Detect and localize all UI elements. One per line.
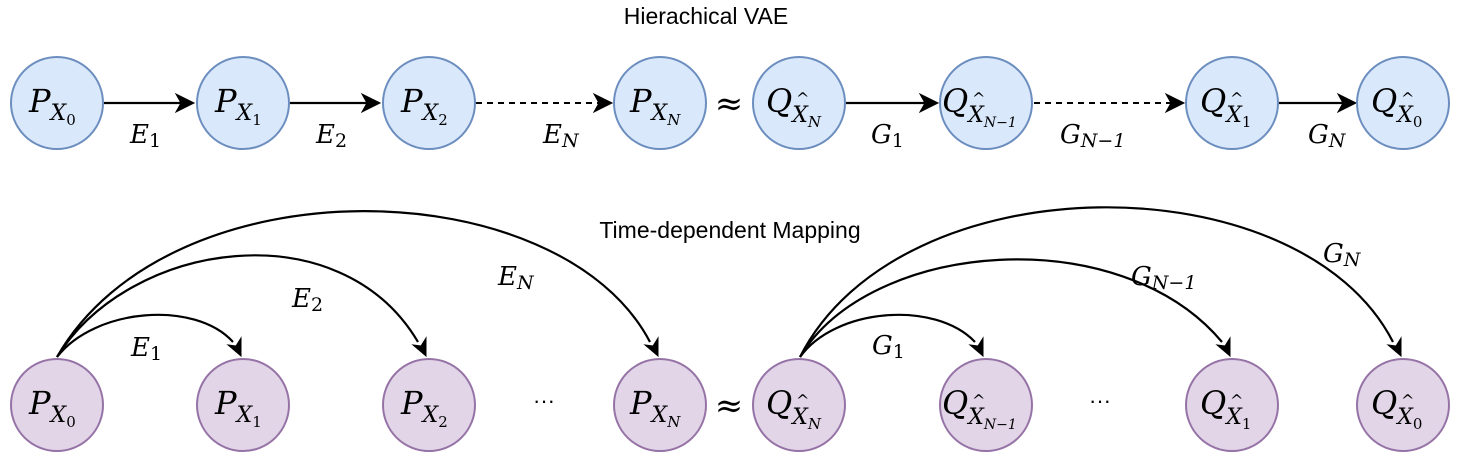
arrowhead-top-qN-qN1 [918, 92, 940, 114]
node-bottom-p-x0 [10, 358, 104, 452]
label-top-p-x1: PX1 [214, 82, 262, 129]
label-top-q-xhat1: QX1 [1200, 82, 1251, 131]
node-bottom-q-xhat1 [1185, 358, 1279, 452]
edge-label-top-GN-1: GN−1 [1060, 120, 1125, 152]
hat-top-q-xhatN: ^ [796, 89, 809, 108]
approx-symbol-top: ≈ [715, 84, 744, 124]
node-top-q-xhatN-1 [939, 56, 1033, 150]
label-top-q-xhatN: QXN [766, 82, 822, 131]
edge-label-bottom-E1: E1 [130, 333, 162, 365]
hat-bottom-q-xhat1: ^ [1230, 391, 1243, 410]
bottom-row-edges [56, 206, 1402, 358]
label-bottom-q-xhatN: QXN [766, 384, 822, 433]
approx-symbol-bottom: ≈ [715, 386, 744, 426]
edge-bottom-qN-q0 [799, 206, 1394, 358]
edge-label-top-EN: EN [542, 120, 580, 152]
edge-bottom-qN-qN1 [799, 313, 976, 358]
hat-bottom-q-xhatN: ^ [796, 391, 809, 410]
node-bottom-q-xhatN-1 [939, 358, 1033, 452]
arrowhead-top-p2-pN [592, 92, 614, 114]
edge-label-bottom-EN: EN [497, 262, 535, 294]
top-row-edges [104, 92, 1358, 114]
hat-top-q-xhat1: ^ [1230, 89, 1243, 108]
label-top-q-xhat0: QX0 [1371, 82, 1422, 131]
arrowhead-bottom-p0-pN [643, 336, 659, 358]
edge-bottom-qN-q1 [799, 258, 1223, 358]
label-top-p-x0: PX0 [28, 82, 76, 129]
edge-label-top-E2: E2 [315, 120, 347, 152]
ellipsis-bottom-right: ··· [1089, 388, 1111, 413]
arrowhead-bottom-qN-qN1 [968, 336, 984, 358]
node-bottom-p-x1 [196, 358, 290, 452]
label-top-p-xN: PXN [629, 82, 681, 129]
label-bottom-q-xhat1: QX1 [1200, 384, 1251, 433]
node-labels: PX0 PX1 PX2 PXN QXN ^ QXN−1 ^ QX1 ^ QX0 … [28, 82, 1422, 433]
edge-label-bottom-GN: GN [1323, 239, 1362, 271]
node-top-p-x1 [196, 56, 290, 150]
label-bottom-p-x2: PX2 [400, 384, 448, 431]
arrowhead-top-q1-q0 [1336, 92, 1358, 114]
edge-label-bottom-G1: G1 [872, 331, 905, 363]
arrowhead-bottom-qN-q0 [1386, 336, 1402, 358]
edge-bottom-p0-pN [56, 210, 651, 358]
label-top-q-xhatN-1: QXN−1 [942, 82, 1017, 131]
bottom-row-nodes [10, 358, 1450, 452]
label-bottom-p-x1: PX1 [214, 384, 262, 431]
node-top-p-xN [613, 56, 707, 150]
label-bottom-q-xhatN-1: QXN−1 [942, 384, 1017, 433]
edge-label-bottom-E2: E2 [291, 284, 323, 316]
node-bottom-p-x2 [382, 358, 476, 452]
hat-bottom-q-xhatN-1: ^ [972, 391, 985, 410]
node-top-p-x2 [382, 56, 476, 150]
bottom-edge-labels: E1 E2 EN G1 GN−1 GN [130, 239, 1362, 365]
edge-label-top-E1: E1 [129, 120, 161, 152]
label-top-p-x2: PX2 [400, 82, 448, 129]
ellipsis-bottom-left: ··· [533, 388, 555, 413]
arrowhead-bottom-p0-p1 [226, 336, 242, 358]
title-hierarchical-vae: Hierachical VAE [624, 3, 788, 29]
arrowhead-top-p1-p2 [360, 92, 382, 114]
top-row-nodes [10, 56, 1450, 150]
node-bottom-q-xhat0 [1356, 358, 1450, 452]
node-bottom-p-xN [613, 358, 707, 452]
edge-bottom-p0-p2 [56, 254, 419, 358]
node-top-q-xhat1 [1185, 56, 1279, 150]
hat-bottom-q-xhat0: ^ [1401, 391, 1414, 410]
arrowhead-bottom-qN-q1 [1215, 336, 1231, 358]
node-top-p-x0 [10, 56, 104, 150]
edge-label-top-G1: G1 [871, 120, 904, 152]
node-bottom-q-xhatN [752, 358, 846, 452]
arrowhead-top-qN1-q1 [1164, 92, 1186, 114]
title-time-dependent-mapping: Time-dependent Mapping [599, 217, 860, 243]
edge-label-top-GN: GN [1308, 120, 1347, 152]
edge-bottom-p0-p1 [56, 313, 234, 358]
arrowhead-bottom-p0-p2 [411, 336, 427, 358]
node-top-q-xhatN [752, 56, 846, 150]
hat-top-q-xhatN-1: ^ [972, 89, 985, 108]
label-bottom-q-xhat0: QX0 [1371, 384, 1422, 433]
top-edge-labels: E1 E2 EN G1 GN−1 GN [129, 120, 1347, 152]
label-bottom-p-x0: PX0 [28, 384, 76, 431]
label-bottom-p-xN: PXN [629, 384, 681, 431]
arrowhead-top-p0-p1 [174, 92, 196, 114]
edge-label-bottom-GN-1: GN−1 [1131, 262, 1196, 294]
node-top-q-xhat0 [1356, 56, 1450, 150]
hat-top-q-xhat0: ^ [1401, 89, 1414, 108]
